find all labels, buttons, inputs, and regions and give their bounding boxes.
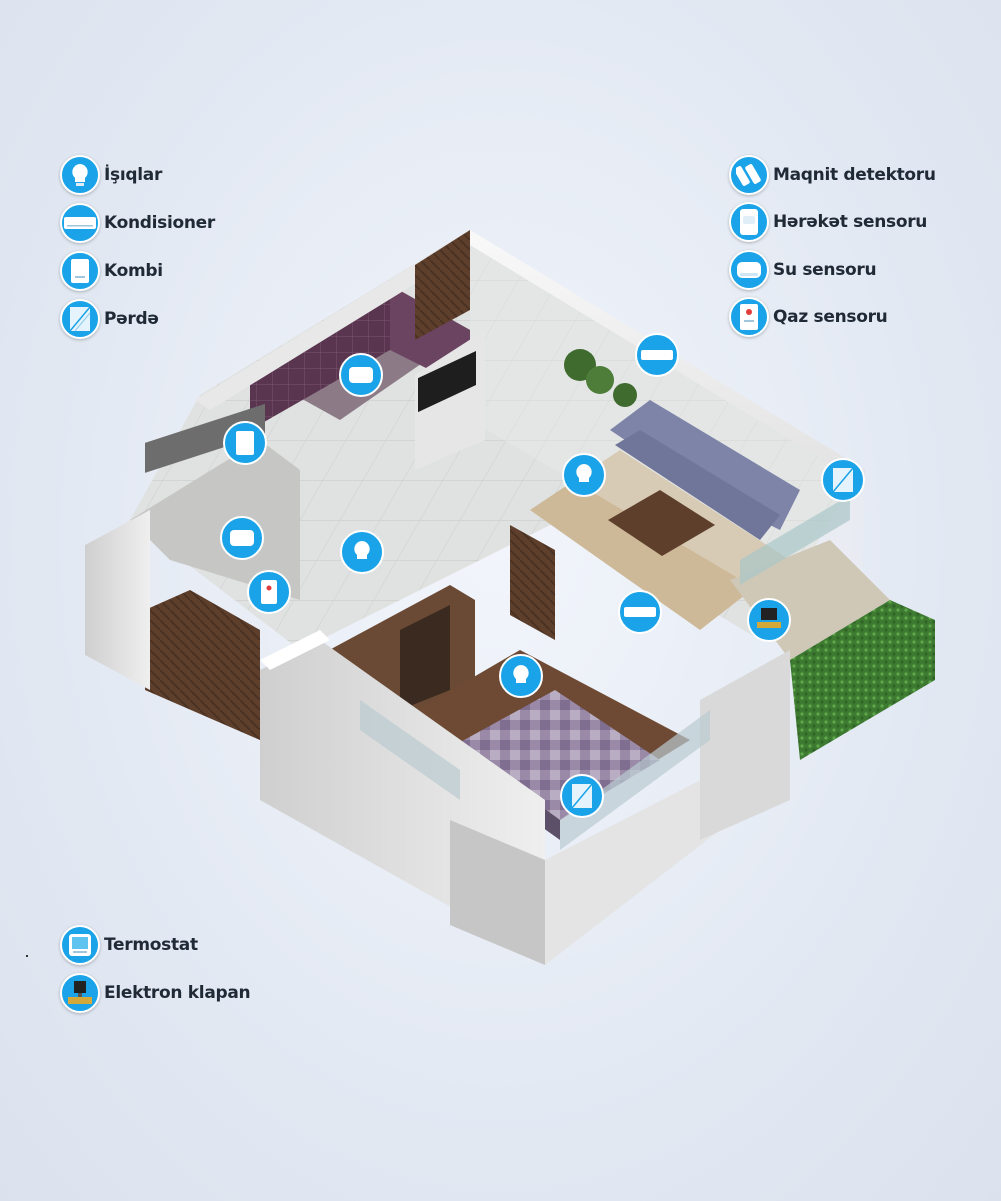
legend-item-electronic-valve: Elektron klapan	[60, 973, 251, 1013]
curtain-icon	[60, 299, 100, 339]
sofa	[610, 400, 800, 530]
legend-label: İşıqlar	[104, 165, 163, 185]
marker-air-conditioner-living[interactable]	[635, 333, 679, 377]
legend-label: Kombi	[104, 261, 163, 281]
legend-label: Termostat	[104, 935, 198, 955]
legend-item-boiler: Kombi	[60, 251, 163, 291]
bedroom-window-right	[560, 710, 710, 850]
coffee-table	[608, 490, 715, 556]
air-conditioner-icon	[60, 203, 100, 243]
legend-label: Su sensoru	[773, 260, 877, 280]
legend-label: Pərdə	[104, 309, 159, 329]
marker-water-sensor-bath[interactable]	[339, 353, 383, 397]
marker-bulb-living[interactable]	[562, 453, 606, 497]
balcony-railing	[740, 495, 850, 585]
wardrobe-open	[400, 605, 450, 710]
front-corner-block	[450, 820, 545, 965]
right-side-wall	[700, 650, 790, 840]
front-left-wall	[85, 510, 150, 690]
legend-item-lights: İşıqlar	[60, 155, 162, 195]
legend-item-water-sensor: Su sensoru	[729, 250, 877, 290]
marker-bulb-bedroom[interactable]	[499, 654, 543, 698]
wood-slats	[145, 590, 260, 740]
kitchen-area	[130, 440, 300, 600]
marker-bulb-hall[interactable]	[340, 530, 384, 574]
thermostat-icon	[60, 925, 100, 965]
water-sensor-icon	[729, 250, 769, 290]
front-lower-wall-top	[260, 630, 330, 670]
legend-item-motion-sensor: Hərəkət sensoru	[729, 202, 927, 242]
bathroom-wall	[250, 285, 390, 430]
tv	[418, 351, 476, 413]
front-right-wall	[545, 770, 720, 965]
marker-water-sensor-kitchen[interactable]	[220, 516, 264, 560]
marker-curtain-living[interactable]	[821, 458, 865, 502]
legend-label: Elektron klapan	[104, 983, 251, 1003]
boiler-icon	[60, 251, 100, 291]
legend-item-magnet-detector: Maqnit detektoru	[729, 155, 936, 195]
motion-sensor-icon	[729, 202, 769, 242]
legend-label: Qaz sensoru	[773, 307, 888, 327]
back-left-wall	[195, 230, 470, 410]
bedroom-window	[360, 700, 460, 800]
grass-area	[790, 600, 935, 760]
stray-dot	[26, 955, 28, 957]
magnet-detector-icon	[729, 155, 769, 195]
marker-boiler[interactable]	[223, 421, 267, 465]
wood-panel	[415, 230, 470, 340]
bedroom-door	[510, 525, 555, 640]
kitchen-counter	[145, 403, 265, 473]
marker-gas-sensor[interactable]	[247, 570, 291, 614]
plant	[586, 366, 614, 394]
marker-electronic-valve[interactable]	[747, 598, 791, 642]
legend-label: Hərəkət sensoru	[773, 212, 928, 232]
sofa-seat	[615, 430, 780, 540]
legend-label: Maqnit detektoru	[773, 165, 936, 185]
legend-item-curtain: Pərdə	[60, 299, 159, 339]
legend-item-gas-sensor: Qaz sensoru	[729, 297, 888, 337]
electronic-valve-icon	[60, 973, 100, 1013]
legend-label: Kondisioner	[104, 213, 215, 233]
legend-item-thermostat: Termostat	[60, 925, 198, 965]
bulb-icon	[60, 155, 100, 195]
plant	[613, 383, 637, 407]
marker-air-conditioner-bedroom[interactable]	[618, 590, 662, 634]
legend-item-air-conditioner: Kondisioner	[60, 203, 215, 243]
gas-sensor-icon	[729, 297, 769, 337]
marker-curtain-bedroom[interactable]	[560, 774, 604, 818]
